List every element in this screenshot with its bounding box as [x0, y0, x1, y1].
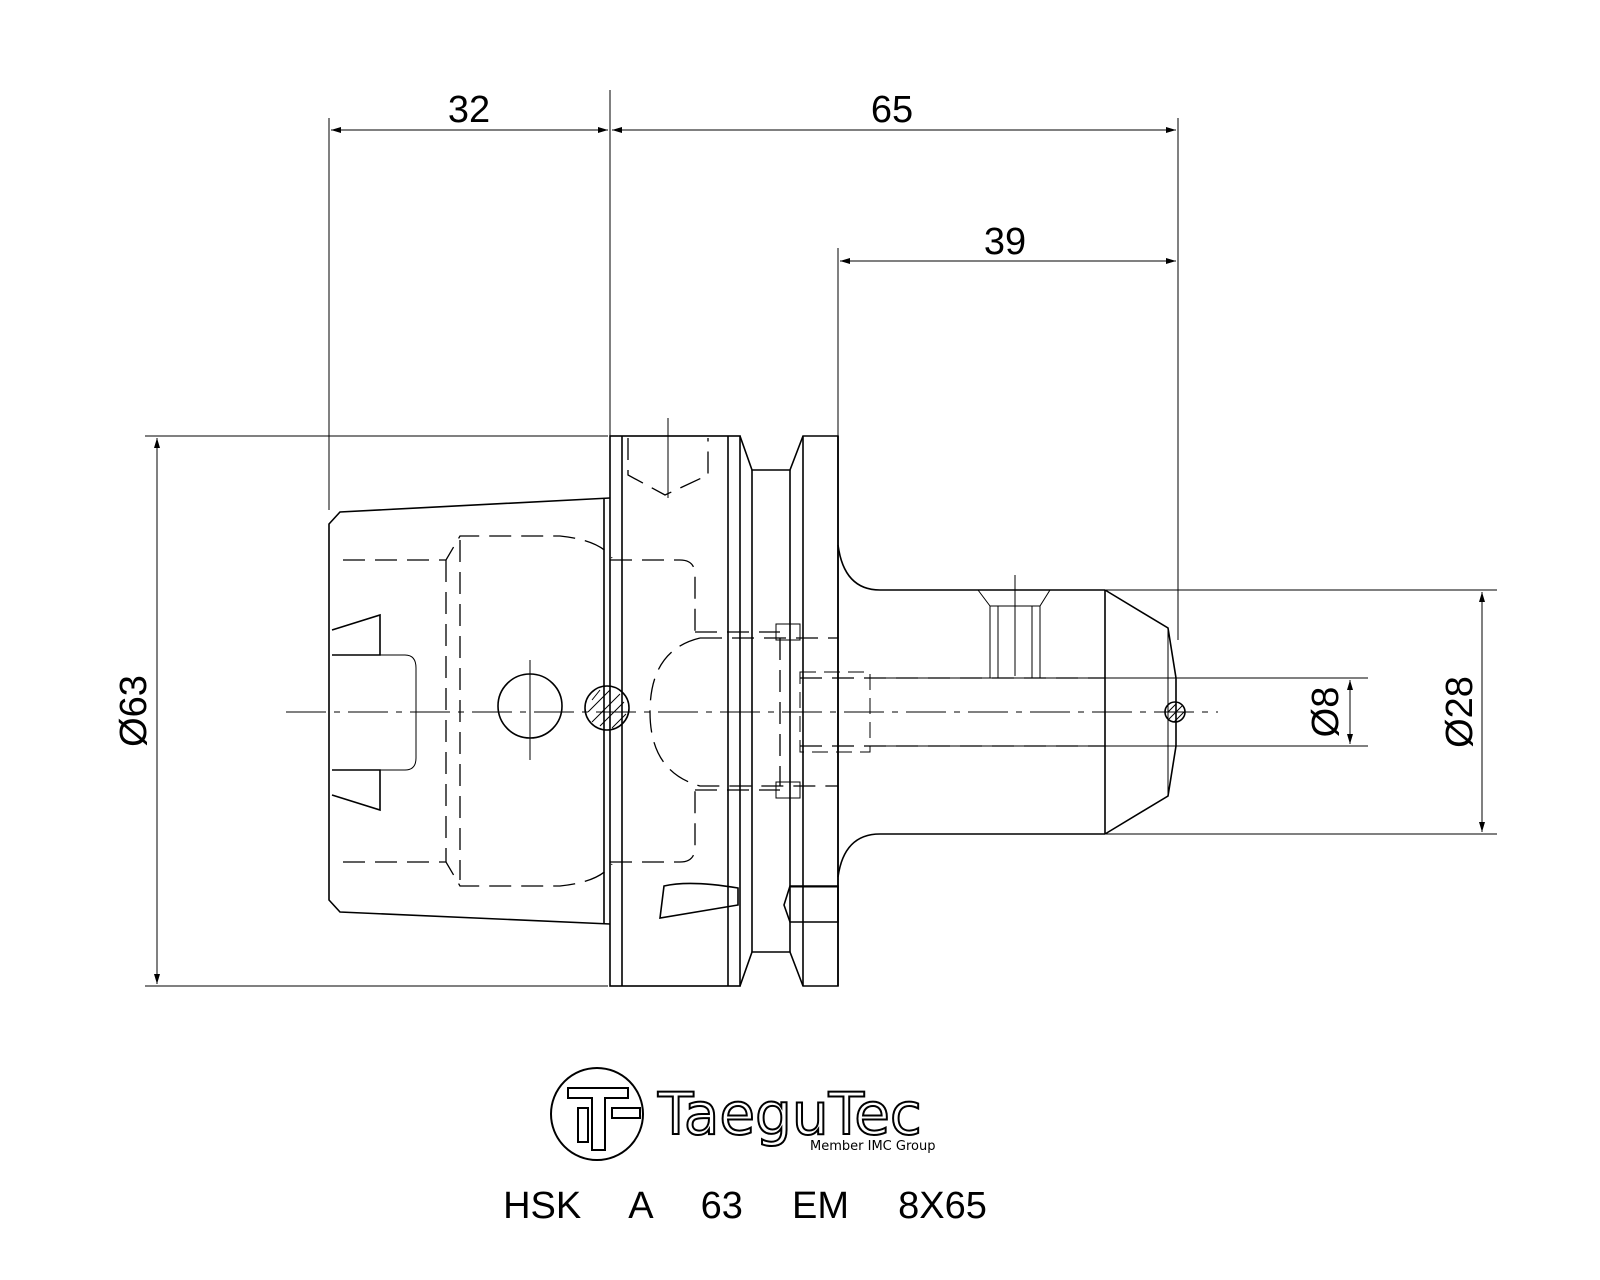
centerlines: [286, 660, 1218, 760]
hatched-pin: [584, 685, 630, 731]
dimension-39: 39: [984, 221, 1026, 263]
cross-hole: [497, 673, 563, 739]
model-designation: HSK A 63 EM 8X65: [503, 1185, 987, 1227]
logo-brand: TaeguTec: [657, 1080, 922, 1148]
dimension-32: 32: [448, 89, 490, 131]
taegutec-emblem-icon: [550, 1067, 644, 1161]
logo-tagline: Member IMC Group: [810, 1139, 935, 1154]
holder-outline: [328, 435, 1177, 987]
diameter-28: Ø28: [1439, 676, 1481, 748]
nose-hole: [1164, 701, 1186, 723]
dimension-lines: [154, 127, 1485, 984]
taegutec-logo: TaeguTec Member IMC Group: [550, 1067, 935, 1161]
dimension-65: 65: [871, 89, 913, 131]
hidden-features: [343, 418, 1105, 887]
diameter-8: Ø8: [1305, 687, 1347, 738]
diameter-63: Ø63: [113, 675, 155, 747]
extension-lines: [145, 90, 1497, 987]
